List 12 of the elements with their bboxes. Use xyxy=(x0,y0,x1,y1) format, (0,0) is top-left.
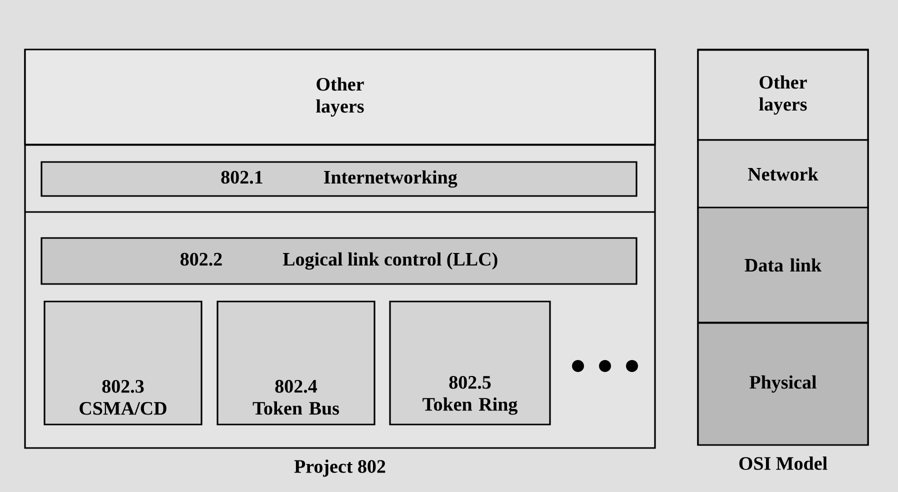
layer-band: Network xyxy=(697,139,869,209)
standard-box: 802.4 Token Bus xyxy=(216,300,376,426)
node-label: Project 802 xyxy=(294,460,386,477)
layer-bar: 802.1 Internetworking xyxy=(40,161,638,197)
layer-band: Data link xyxy=(697,206,869,324)
layer-bar: 802.2 Logical link control (LLC) xyxy=(40,237,638,285)
layer-band: Other layers xyxy=(697,49,869,141)
standard-box: 802.3 CSMA/CD xyxy=(44,300,202,426)
layer-band: Other layers xyxy=(24,48,656,146)
layer-band: Physical xyxy=(697,322,869,446)
node-label: OSI Model xyxy=(739,456,828,470)
standard-box: 802.5 Token Ring xyxy=(389,300,551,426)
